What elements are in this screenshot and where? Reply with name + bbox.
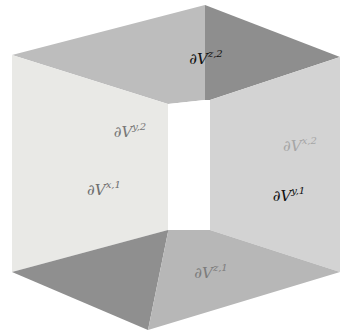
superscript: y,1 [291, 185, 305, 196]
face-label: ∂Vz,2 [189, 49, 222, 67]
opening [168, 100, 210, 230]
symbol: ∂V [87, 181, 106, 199]
face-label: ∂Vz,1 [194, 263, 227, 281]
symbol: ∂V [114, 123, 133, 141]
superscript: x,1 [106, 179, 121, 190]
symbol: ∂V [194, 264, 213, 282]
superscript: x,2 [302, 135, 317, 146]
face-label: ∂Vx,2 [283, 136, 317, 154]
symbol: ∂V [273, 187, 292, 205]
superscript: y,2 [132, 121, 146, 132]
symbol: ∂V [189, 50, 208, 68]
face-label: ∂Vx,1 [87, 180, 121, 198]
face-label: ∂Vy,2 [114, 122, 146, 140]
floor-face-right [148, 230, 340, 330]
floor-face-left [12, 230, 168, 330]
symbol: ∂V [283, 137, 302, 155]
superscript: z,1 [213, 262, 228, 273]
face-label: ∂Vy,1 [273, 186, 305, 204]
superscript: z,2 [208, 48, 223, 59]
